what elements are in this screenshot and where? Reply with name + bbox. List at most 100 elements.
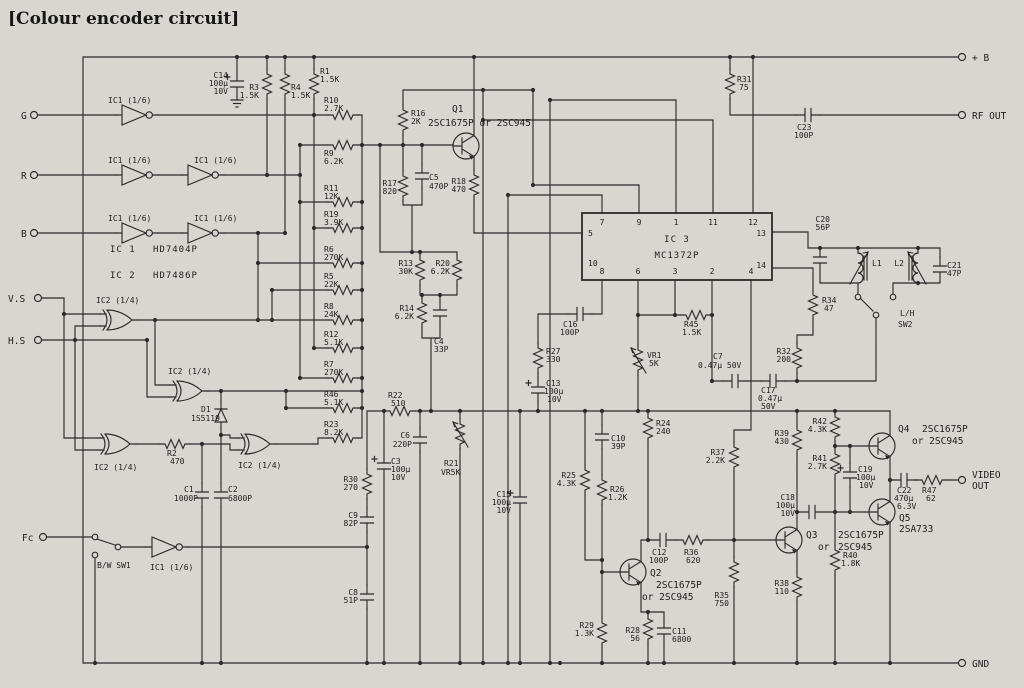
c3-value: 100μ xyxy=(391,465,410,474)
ic3-pin-11: 11 xyxy=(708,218,718,227)
r46-value: 5.1K xyxy=(324,398,343,407)
r36-value: 620 xyxy=(686,556,701,565)
r7-value: 270K xyxy=(324,368,343,377)
r38-value: 110 xyxy=(775,587,790,596)
gnd-label: GND xyxy=(972,659,989,670)
xor1-label: IC2 (1/4) xyxy=(96,296,139,305)
b-terminal xyxy=(29,228,39,238)
inverter-gate-r1 xyxy=(115,164,159,186)
c23-name: C23 xyxy=(797,123,812,132)
r42-resistor xyxy=(829,411,841,443)
ic3-pin-10: 10 xyxy=(588,259,598,268)
rf-out-terminal xyxy=(957,110,967,120)
inverter-gate-g xyxy=(115,104,159,126)
r22-name: R22 xyxy=(388,391,403,400)
r13-resistor xyxy=(414,254,426,286)
r29-name: R29 xyxy=(580,621,595,630)
legend-ic2: IC 2 xyxy=(110,271,136,281)
q1-name: Q1 xyxy=(452,104,464,115)
r45-value: 1.5K xyxy=(682,328,701,337)
r27-resistor xyxy=(532,342,544,374)
r24-value: 240 xyxy=(656,427,671,436)
r8-name: R8 xyxy=(324,302,334,311)
l2-label: L2 xyxy=(894,259,904,268)
r3-value: 1.5K xyxy=(240,91,259,100)
inv-r2-label: IC1 (1/6) xyxy=(194,156,237,165)
xor-gate-1 xyxy=(99,309,139,331)
r35-name: R35 xyxy=(715,591,730,600)
r21-potentiometer xyxy=(453,419,468,449)
g-input-label: G xyxy=(21,111,27,122)
c12-capacitor xyxy=(651,534,675,547)
c18-volt: 10V xyxy=(781,509,796,518)
r20-name: R20 xyxy=(436,259,451,268)
r39-value: 430 xyxy=(775,437,790,446)
r37-value: 2.2K xyxy=(706,456,725,465)
wire-left-section xyxy=(37,56,368,664)
q3-transistor xyxy=(775,526,803,555)
sw1-alt-contact xyxy=(91,551,99,559)
sw1-throw-contact xyxy=(114,543,122,551)
r2-value: 470 xyxy=(170,457,185,466)
q2-name: Q2 xyxy=(650,568,661,579)
inv-g-label: IC1 (1/6) xyxy=(108,96,151,105)
c21-capacitor xyxy=(932,256,948,282)
xor-gate-3 xyxy=(97,433,137,455)
c15-volt: 10V xyxy=(497,506,512,515)
c9-capacitor xyxy=(359,507,375,533)
r6-name: R6 xyxy=(324,245,334,254)
ic3-pin-6: 6 xyxy=(636,267,641,276)
inverter-gate-b2 xyxy=(181,222,225,244)
vr1-value: 5K xyxy=(649,359,659,368)
r18-name: R18 xyxy=(452,177,467,186)
r40-value: 1.8K xyxy=(841,559,860,568)
xor2-label: IC2 (1/4) xyxy=(168,367,211,376)
r37-name: R37 xyxy=(711,448,726,457)
c10-name: C10 xyxy=(611,434,626,443)
r37-resistor xyxy=(728,441,740,473)
r42-value: 4.3K xyxy=(808,425,827,434)
c15-value: 100μ xyxy=(492,498,511,507)
sw2-pole-contact xyxy=(872,311,880,319)
c22-capacitor xyxy=(892,474,916,487)
c17-value: 0.47μ xyxy=(758,394,782,403)
q3-part-2: or xyxy=(818,542,830,553)
r17-name: R17 xyxy=(383,179,398,188)
hs-input-label: H.S xyxy=(8,336,25,347)
c13-value: 100μ xyxy=(544,387,563,396)
r39-resistor xyxy=(791,424,803,456)
r5-value: 22K xyxy=(324,280,339,289)
r29-resistor xyxy=(596,617,608,649)
r31-value: 75 xyxy=(739,83,749,92)
r9-value: 6.2K xyxy=(324,157,343,166)
xor3-label: IC2 (1/4) xyxy=(94,463,137,472)
c13-name: C13 xyxy=(546,379,561,388)
ic3-pin-8: 8 xyxy=(600,267,605,276)
r40-name: R40 xyxy=(843,551,858,560)
c19-volt: 10V xyxy=(859,481,874,490)
r28-resistor xyxy=(642,613,654,645)
r29-value: 1.3K xyxy=(575,629,594,638)
c2-capacitor xyxy=(213,482,229,508)
r8-value: 24K xyxy=(324,310,339,319)
r41-resistor xyxy=(829,448,841,480)
sw2-label-1: L/H xyxy=(900,309,915,318)
vs-input-label: V.S xyxy=(8,294,25,305)
r11-value: 12K xyxy=(324,192,339,201)
r27-name: R27 xyxy=(546,347,561,356)
c13-capacitor xyxy=(526,378,545,402)
ic3-pin-12: 12 xyxy=(748,218,758,227)
r11-name: R11 xyxy=(324,184,339,193)
q4-part-2: or 2SC945 xyxy=(912,436,963,447)
l2-inductor xyxy=(907,251,927,285)
c3-volt: 10V xyxy=(391,473,406,482)
c10-capacitor xyxy=(594,424,610,450)
ic3-pin-1: 1 xyxy=(674,218,679,227)
r24-name: R24 xyxy=(656,419,671,428)
c18-name: C18 xyxy=(781,493,796,502)
plus-b-terminal xyxy=(957,52,967,62)
c19-value: 100μ xyxy=(856,473,875,482)
legend-ic1: IC 1 xyxy=(110,245,136,255)
r2-resistor xyxy=(160,440,190,449)
